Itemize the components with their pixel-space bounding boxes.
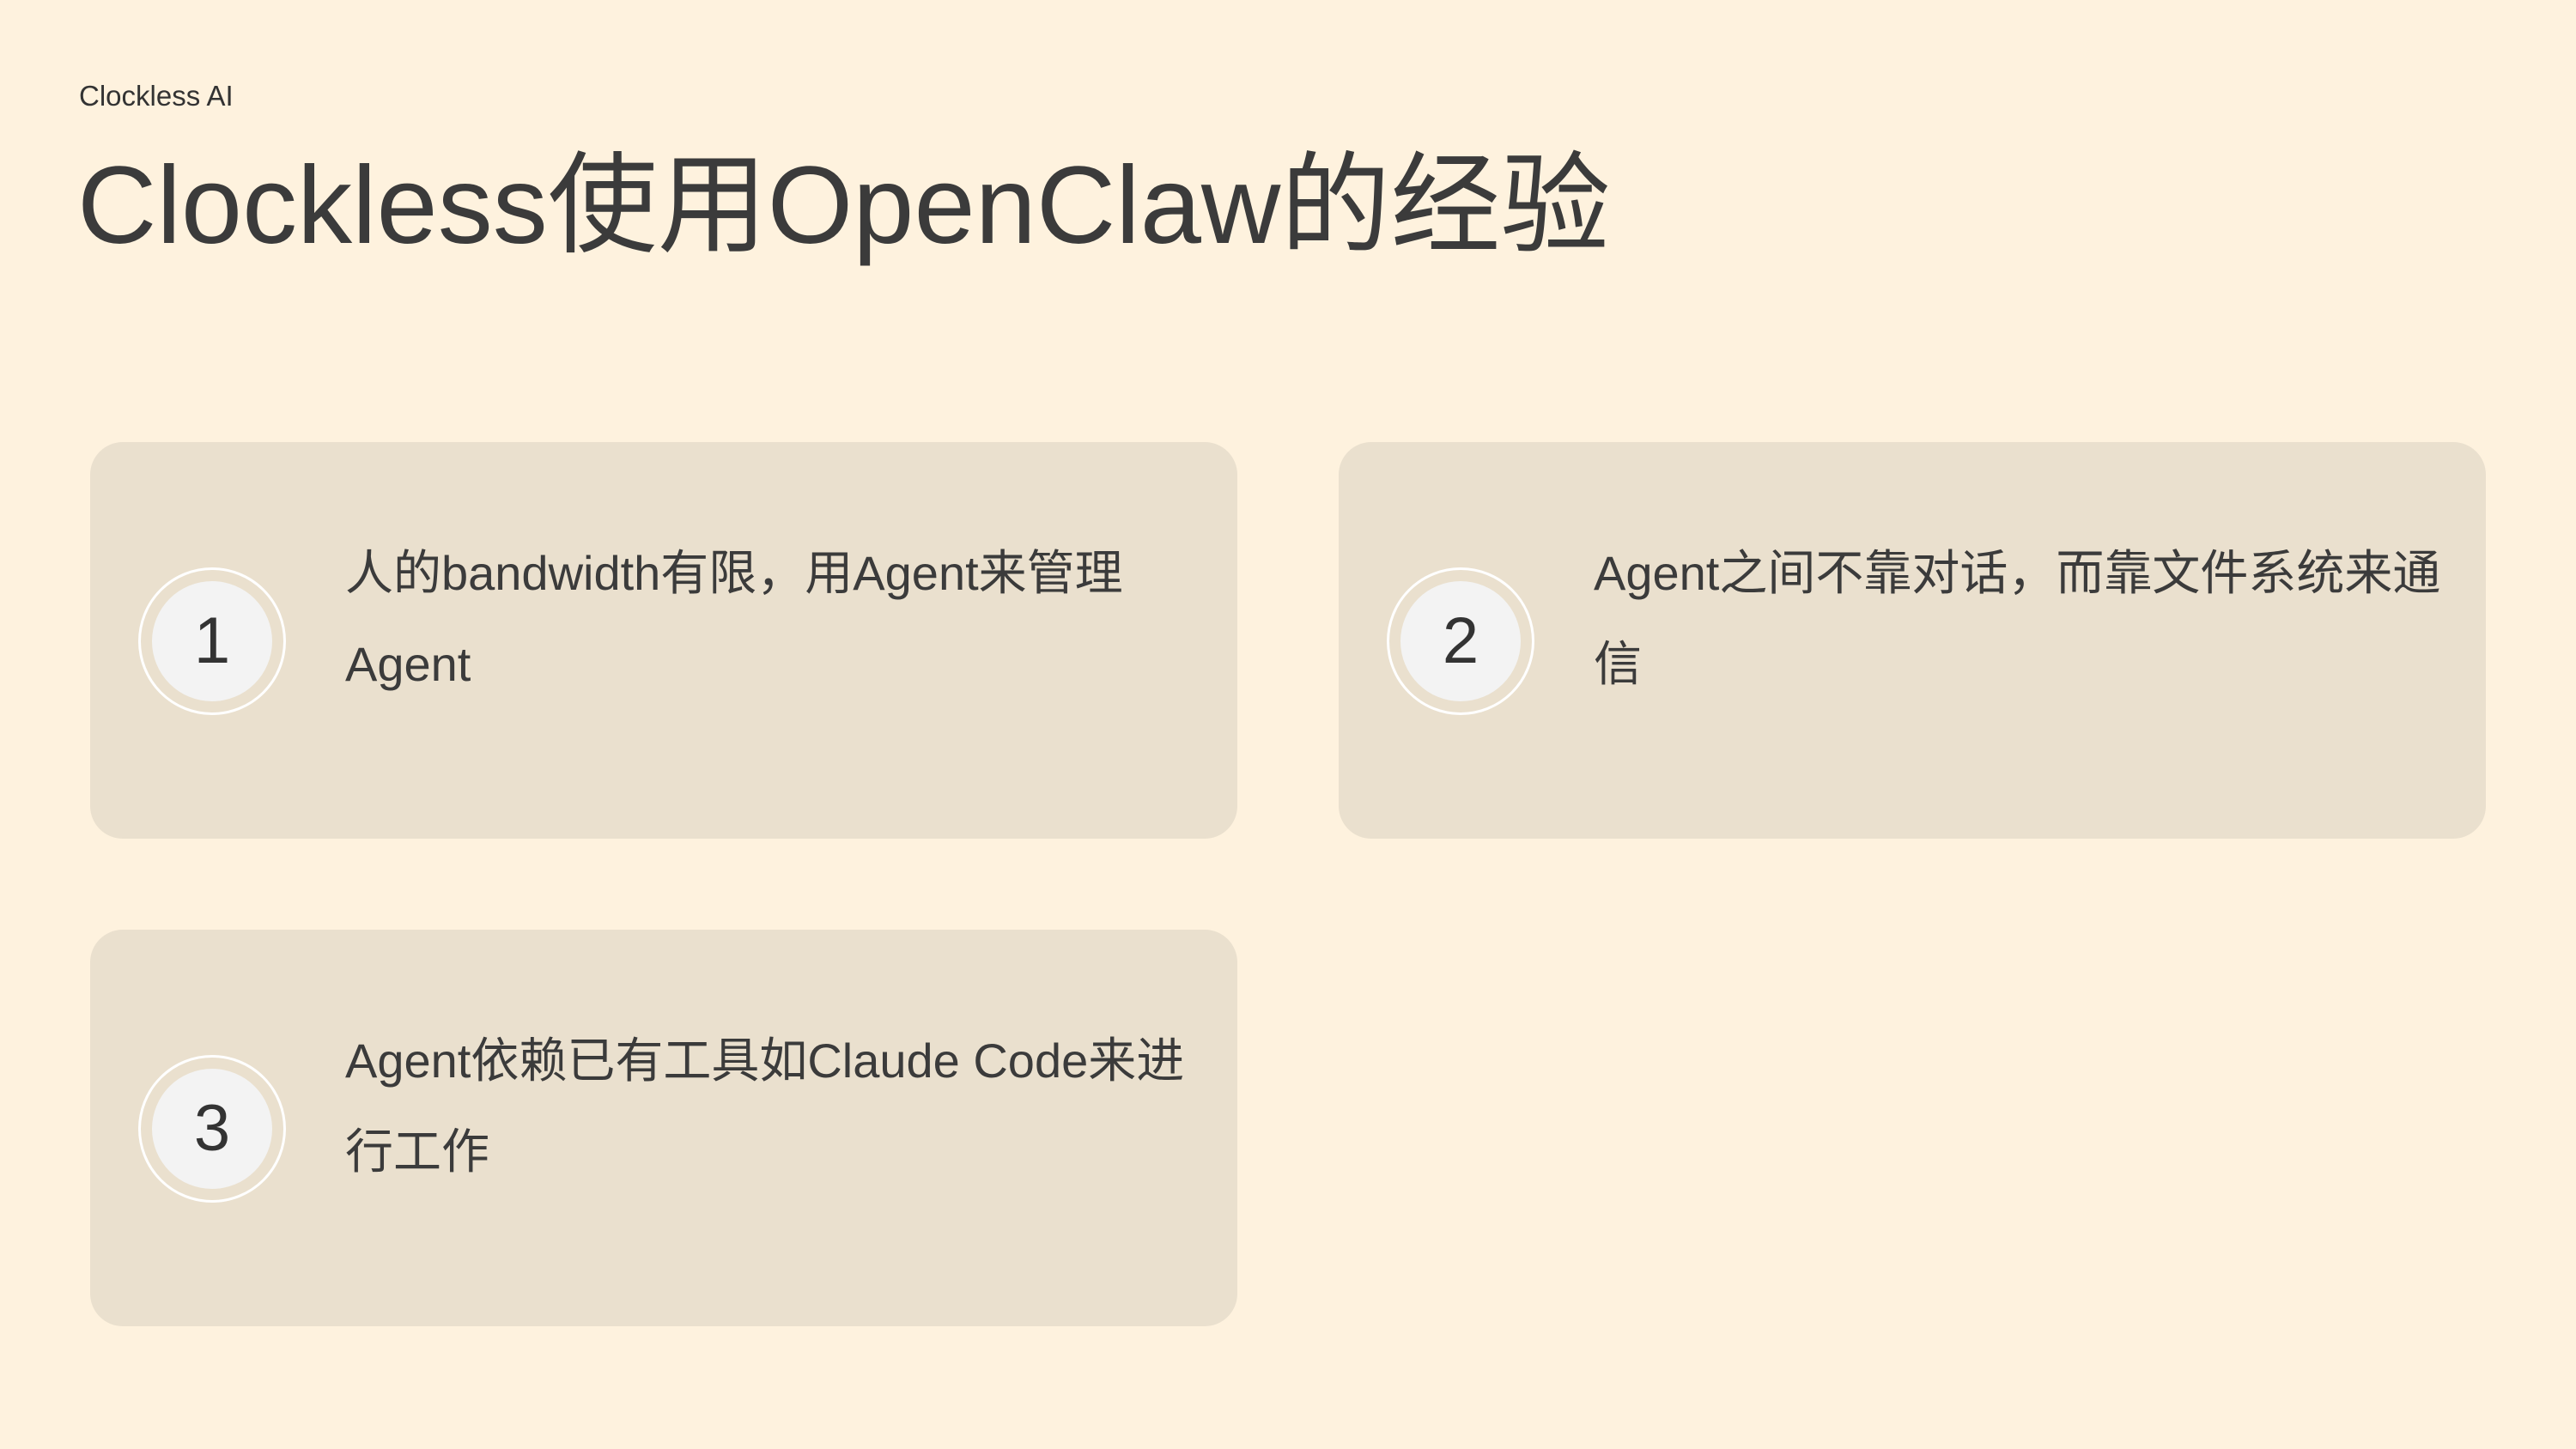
number-badge: 2	[1387, 567, 1534, 715]
experience-card-2: 2 Agent之间不靠对话，而靠文件系统来通信	[1339, 442, 2486, 839]
number-badge: 1	[138, 567, 286, 715]
number-badge: 3	[138, 1055, 286, 1203]
badge-number: 3	[152, 1069, 272, 1189]
badge-number: 2	[1400, 581, 1521, 701]
experience-card-1: 1 人的bandwidth有限，用Agent来管理Agent	[90, 442, 1237, 839]
page-title: Clockless使用OpenClaw的经验	[77, 144, 1611, 267]
card-text: Agent依赖已有工具如Claude Code来进行工作	[345, 1034, 1185, 1179]
brand-label: Clockless AI	[79, 80, 234, 112]
card-text: 人的bandwidth有限，用Agent来管理Agent	[345, 546, 1123, 691]
card-text: Agent之间不靠对话，而靠文件系统来通信	[1594, 546, 2441, 691]
experience-card-3: 3 Agent依赖已有工具如Claude Code来进行工作	[90, 930, 1237, 1326]
badge-number: 1	[152, 581, 272, 701]
